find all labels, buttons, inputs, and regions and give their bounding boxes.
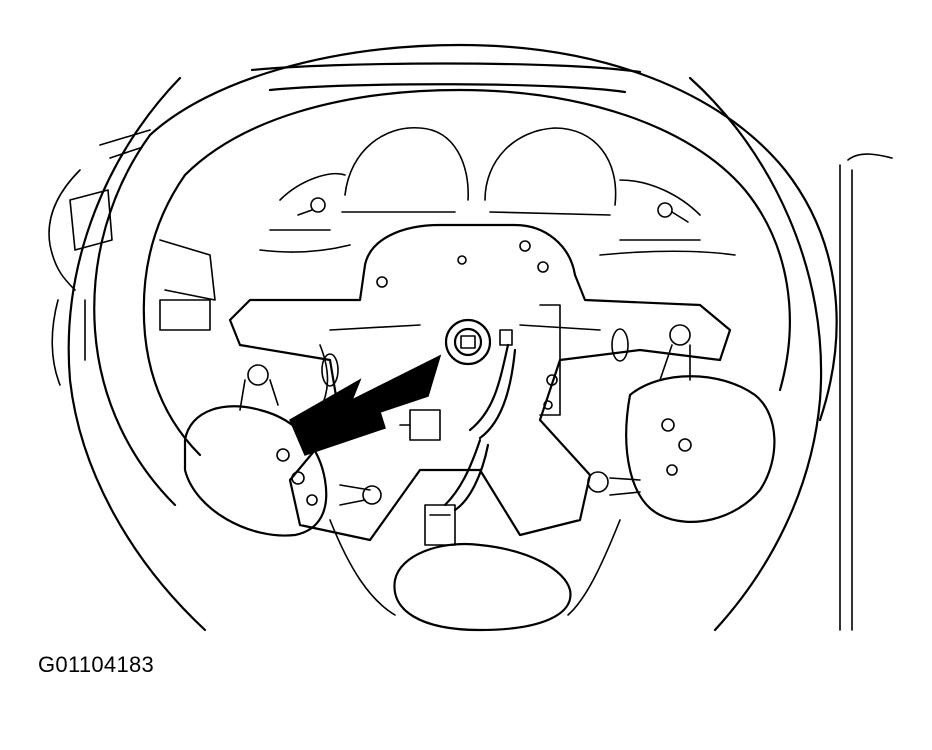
lower-pad: [329, 519, 621, 632]
right-trim: [839, 153, 893, 631]
left-switch-pod: [183, 364, 382, 537]
line-drawing: [48, 43, 893, 632]
figure-id-label: G01104183: [38, 652, 155, 677]
instrument-cluster: [259, 127, 736, 256]
spoke-hub: [228, 223, 732, 542]
pointer-arrow: [289, 354, 442, 456]
steering-rim: [93, 43, 838, 507]
wire-harness: [399, 343, 517, 546]
left-controls: [48, 129, 216, 386]
right-switch-pod: [587, 324, 776, 523]
steering-wheel-diagram: [48, 43, 893, 632]
center-bolt: [444, 318, 513, 366]
